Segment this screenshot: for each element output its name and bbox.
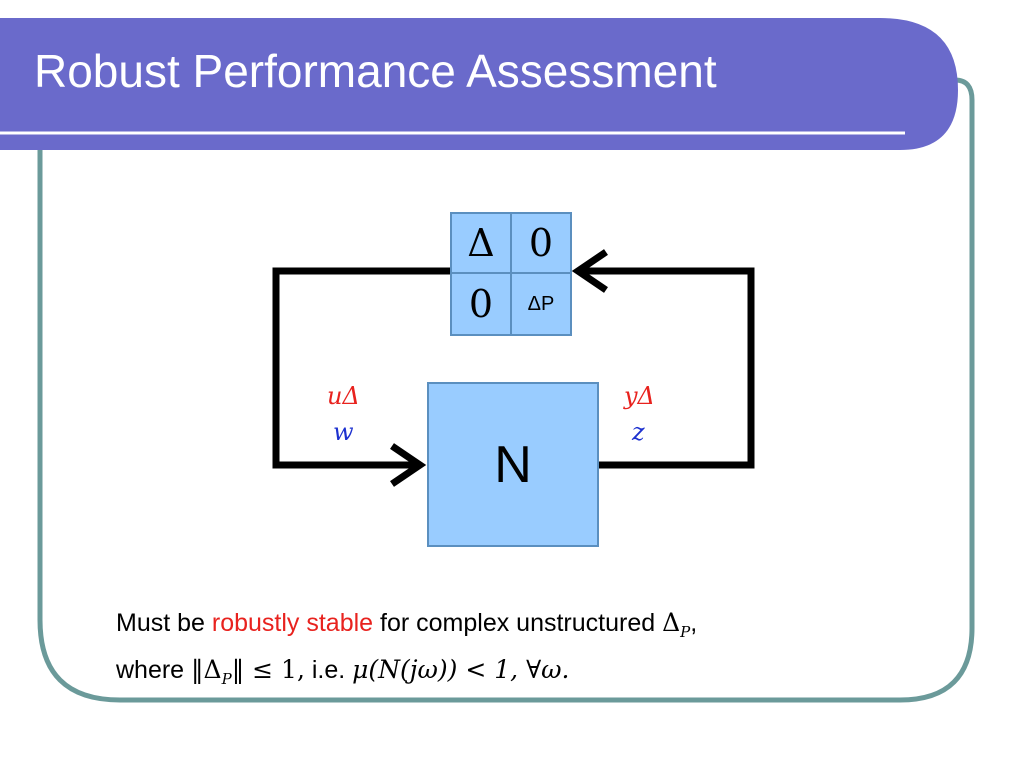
caption-line-1: Must be robustly stable for complex unst… [116, 604, 697, 651]
caption-text-1b: for complex unstructured [373, 609, 663, 637]
zero-cell-bottom [450, 272, 512, 336]
plant-label: N [494, 435, 532, 494]
delta-label: Δ [467, 221, 495, 265]
left-arrowhead [390, 443, 427, 487]
robustly-stable-highlight: robustly stable [211, 609, 374, 637]
left-wire [272, 267, 452, 469]
delta-p-math: Δ [662, 608, 681, 637]
norm-math-close: ‖ ≤ 1, [231, 655, 305, 684]
zero-label-top: 0 [528, 221, 554, 265]
caption-text-2b: i.e. [304, 656, 353, 684]
y-delta-label: yΔ [624, 382, 655, 410]
norm-subscript: P [221, 670, 232, 688]
delta-p-subscript: P [680, 623, 691, 641]
delta-p-label: ΔP [527, 292, 555, 315]
caption-text-2a: where [116, 656, 192, 684]
delta-p-cell [510, 272, 572, 336]
caption: Must be robustly stable for complex unst… [116, 604, 697, 698]
norm-math-open: ‖Δ [191, 655, 222, 684]
plant-block [427, 382, 599, 547]
slide-title: Robust Performance Assessment [34, 45, 717, 97]
caption-comma: , [690, 609, 698, 637]
title-bar [0, 18, 958, 150]
content-frame [37, 77, 975, 703]
zero-label-bottom: 0 [468, 282, 494, 326]
mu-condition-math: μ(N(jω)) < 1, ∀ω. [352, 655, 570, 684]
zero-cell-top [510, 212, 572, 274]
right-arrowhead [571, 249, 608, 293]
caption-line-2: where ‖ΔP‖ ≤ 1, i.e. μ(N(jω)) < 1, ∀ω. [116, 651, 697, 698]
caption-text-1a: Must be [116, 609, 212, 637]
right-wire [580, 267, 755, 469]
z-label: z [632, 418, 645, 446]
u-delta-label: uΔ [327, 382, 360, 410]
w-label: w [333, 418, 354, 446]
